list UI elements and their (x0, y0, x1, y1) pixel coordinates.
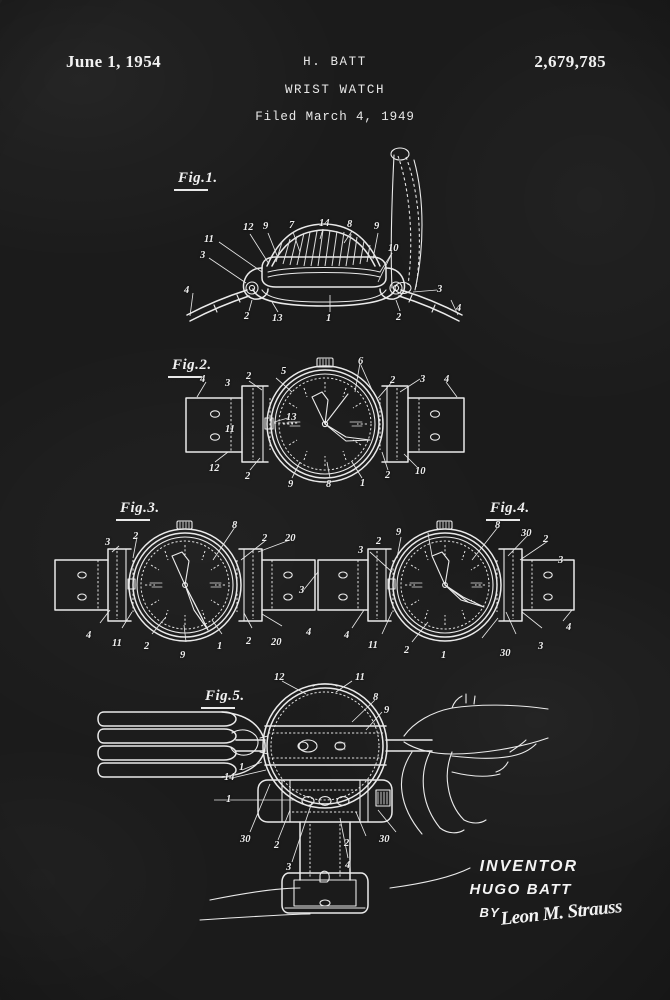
fig5-numeral-11: 11 (355, 672, 365, 683)
fig5-numeral-8: 8 (373, 692, 379, 703)
inventor-name: HUGO BATT (469, 881, 572, 898)
fig5-numeral-12: 12 (274, 672, 285, 683)
inventor-label: INVENTOR (479, 858, 578, 875)
fig5-numeral-30b: 30 (379, 834, 390, 845)
fig5-numeral-1a: 1 (239, 762, 245, 773)
fig5-numeral-3: 3 (286, 862, 292, 873)
by-label: BY (479, 905, 500, 920)
fig5-numeral-2b: 2 (344, 838, 350, 849)
fig5-numeral-4: 4 (345, 860, 351, 871)
fig5-numeral-9: 9 (384, 705, 390, 716)
fig5-numeral-1b: 1 (226, 794, 232, 805)
fig5-numeral-2a: 2 (274, 840, 280, 851)
fig5-numeral-30a: 30 (240, 834, 251, 845)
fig5-numeral-14: 14 (224, 772, 235, 783)
